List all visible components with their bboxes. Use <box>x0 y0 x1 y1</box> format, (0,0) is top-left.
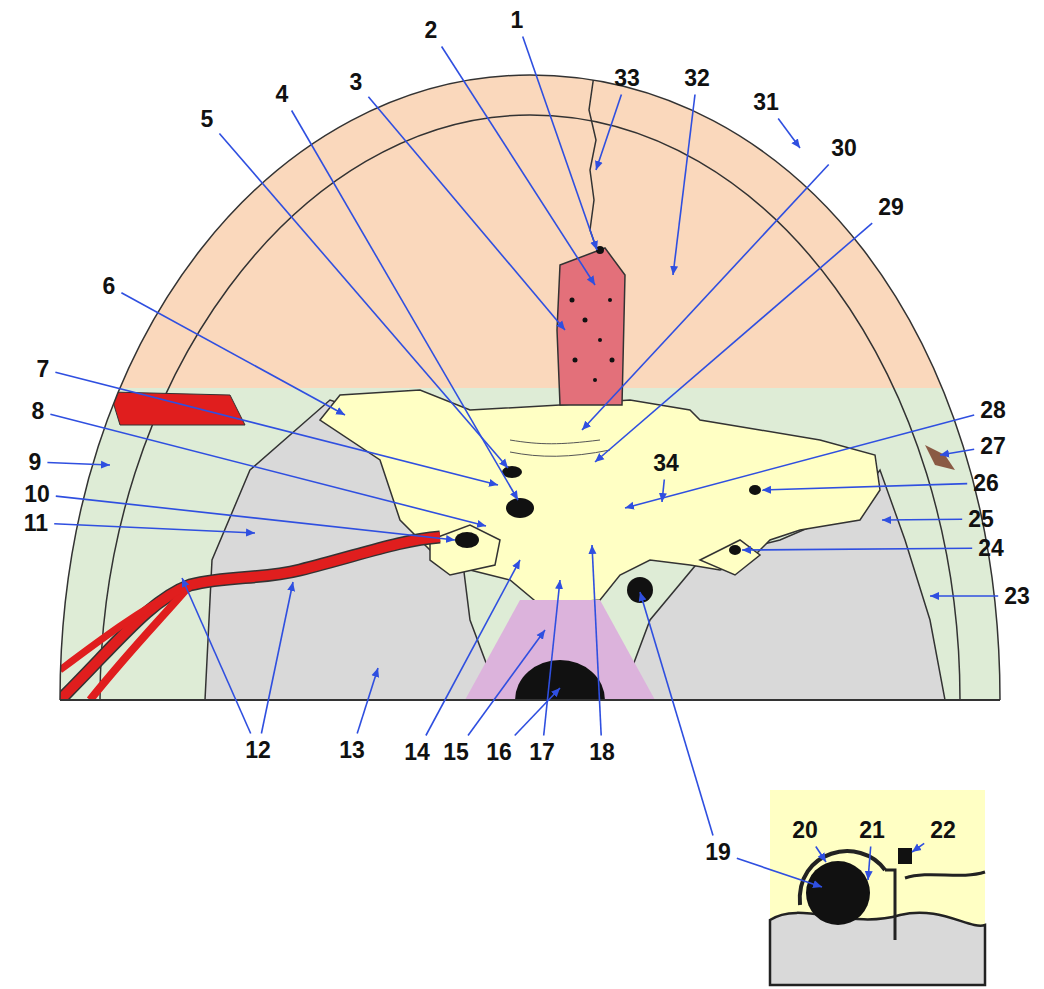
callout-number: 11 <box>22 511 50 536</box>
leader-line <box>442 47 595 286</box>
skull-regions <box>0 0 1044 708</box>
callout-number: 9 <box>27 450 44 475</box>
callout-number: 16 <box>484 740 514 765</box>
leader-line <box>261 582 293 734</box>
callout-number: 4 <box>274 82 291 107</box>
leader-line <box>121 293 345 415</box>
leader-line <box>56 496 455 540</box>
leader-line <box>882 518 962 520</box>
callout-number: 20 <box>790 818 820 843</box>
callout-number: 26 <box>971 471 1001 496</box>
leader-line <box>55 372 498 485</box>
leader-line <box>625 415 974 508</box>
leader-line <box>930 595 998 597</box>
leader-line <box>47 463 110 466</box>
callout-number: 13 <box>337 738 367 763</box>
callout-number: 3 <box>348 70 365 95</box>
callout-number: 24 <box>976 536 1006 561</box>
callout-number: 18 <box>587 740 617 765</box>
leader-line <box>50 414 486 526</box>
callout-number: 12 <box>243 738 273 763</box>
leader-line <box>426 560 520 736</box>
leader-line <box>737 858 822 887</box>
leader-line <box>54 524 255 533</box>
callout-number: 1 <box>509 8 526 33</box>
callout-number: 34 <box>651 451 681 476</box>
leader-line <box>640 592 713 836</box>
leader-line <box>673 95 695 276</box>
callout-number: 23 <box>1002 584 1032 609</box>
leader-line <box>368 97 565 330</box>
leader-line <box>582 165 829 431</box>
callout-number: 27 <box>978 434 1008 459</box>
callout-number: 14 <box>402 740 432 765</box>
callout-number: 25 <box>966 507 996 532</box>
callout-number: 19 <box>703 840 733 865</box>
callout-number: 33 <box>612 66 642 91</box>
leader-line <box>592 545 601 736</box>
leader-line <box>219 133 508 468</box>
callout-number: 10 <box>22 482 52 507</box>
callout-number: 29 <box>876 195 906 220</box>
callout-number: 22 <box>928 818 958 843</box>
leader-line <box>595 223 872 462</box>
callout-number: 28 <box>978 398 1008 423</box>
leader-line <box>523 37 597 251</box>
leader-line <box>912 843 924 852</box>
callout-number: 30 <box>829 136 859 161</box>
callout-number: 31 <box>751 90 781 115</box>
leader-line <box>662 480 664 503</box>
inset <box>770 790 985 985</box>
leader-line <box>468 630 545 736</box>
leader-line <box>357 668 378 734</box>
callout-number: 5 <box>199 107 216 132</box>
leader-line <box>940 449 974 455</box>
leader-line <box>816 847 826 863</box>
leader-line <box>515 688 560 736</box>
callout-number: 32 <box>682 66 712 91</box>
callout-number: 6 <box>101 274 118 299</box>
callout-number: 2 <box>423 18 440 43</box>
leader-line <box>868 847 871 881</box>
callout-number: 21 <box>857 818 887 843</box>
leader-line <box>596 95 621 171</box>
leader-line <box>544 580 560 736</box>
leader-line <box>742 548 972 550</box>
callout-number: 8 <box>30 399 47 424</box>
callout-number: 15 <box>441 740 471 765</box>
callout-number: 17 <box>527 740 557 765</box>
leader-line <box>778 119 800 149</box>
leader-line <box>762 484 967 490</box>
leader-line <box>182 578 251 734</box>
callout-number: 7 <box>35 357 52 382</box>
